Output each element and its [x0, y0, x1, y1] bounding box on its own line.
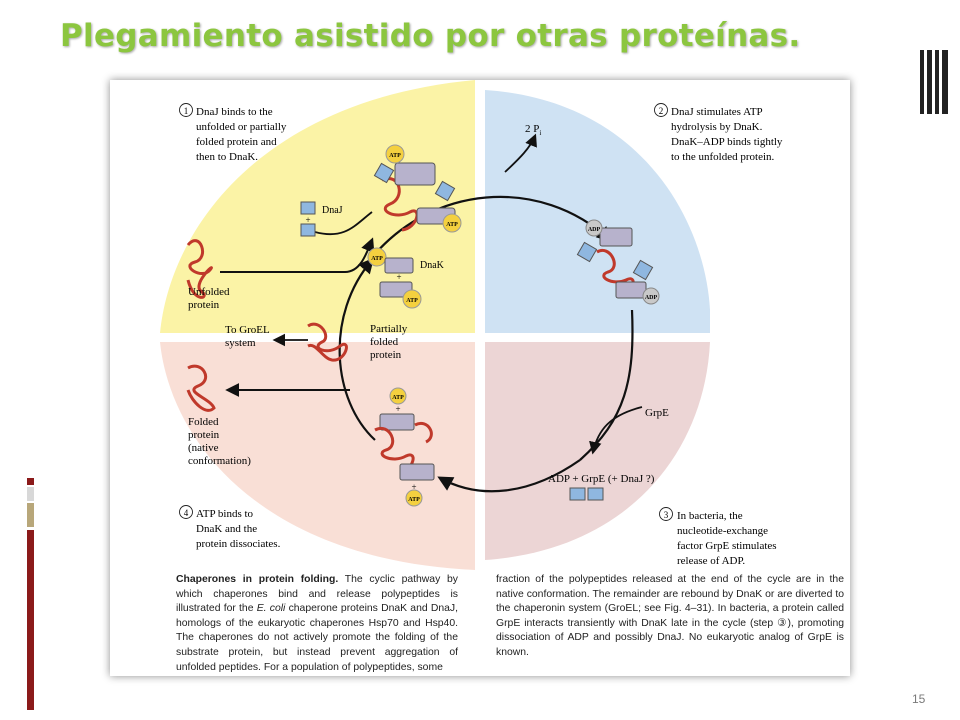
svg-text:DnaK and the: DnaK and the: [196, 523, 257, 535]
caption-title: Chaperones in protein folding.: [176, 574, 339, 585]
svg-text:release of ADP.: release of ADP.: [677, 555, 745, 567]
svg-text:nucleotide-exchange: nucleotide-exchange: [677, 525, 768, 537]
pi-release-arrow: [504, 133, 537, 173]
caption-col-1: Chaperones in protein folding. The cycli…: [176, 574, 459, 673]
grpe-label: GrpE: [645, 407, 669, 419]
left-deco-bars: [27, 478, 35, 710]
dnaj-icon: + DnaJ: [300, 201, 343, 237]
svg-text:+: +: [411, 482, 416, 492]
svg-text:ADP: ADP: [645, 295, 658, 301]
svg-text:hydrolysis by DnaK.: hydrolysis by DnaK.: [671, 121, 763, 133]
partially-folded-squiggle: [307, 322, 348, 362]
unfolded-label-2: protein: [188, 299, 220, 311]
dnak-dnaj-complex-1: ATP ATP: [373, 144, 462, 233]
svg-text:to the unfolded protein.: to the unfolded protein.: [671, 151, 775, 163]
svg-text:ATP: ATP: [408, 497, 420, 503]
quadrant-top-right: [485, 90, 710, 333]
folded-label-2: protein: [188, 429, 220, 441]
folded-label-1: Folded: [188, 416, 219, 428]
atp-label: ATP: [389, 153, 401, 159]
adp-grpe-label: ADP + GrpE (+ DnaJ ?): [548, 473, 655, 485]
svg-text:ATP: ATP: [406, 298, 418, 304]
unfolded-label-1: Unfolded: [188, 286, 230, 298]
unfolded-protein-squiggle: [186, 239, 213, 299]
caption-col-2: fraction of the polypeptides released at…: [496, 574, 844, 658]
cycle-arrow-bottom: [437, 459, 581, 493]
pi-label: 2 Pi: [525, 123, 541, 137]
right-deco-bars: [920, 50, 950, 114]
dnak-atp-release-complex: ATP + + ATP: [374, 387, 435, 507]
unfolded-entry-arrow: [220, 237, 375, 273]
page-number: 15: [912, 692, 926, 706]
step-1-text: 1 DnaJ binds to the unfolded or partiall…: [179, 103, 287, 163]
dnaj-released-icon: [587, 487, 604, 501]
svg-text:+: +: [305, 215, 310, 225]
partially-label-3: protein: [370, 349, 402, 361]
svg-text:ATP binds to: ATP binds to: [196, 508, 254, 520]
folded-label-3: (native: [188, 442, 219, 454]
step-3-text: 3 In bacteria, the nucleotide-exchange f…: [659, 507, 777, 567]
svg-text:4: 4: [184, 508, 189, 518]
svg-text:DnaK–ADP binds tightly: DnaK–ADP binds tightly: [671, 136, 783, 148]
dnak-icon: ATP + ATP DnaK: [367, 247, 445, 309]
svg-text:then to DnaK.: then to DnaK.: [196, 151, 258, 163]
groel-label-2: system: [225, 337, 256, 349]
step-4-text: 4 ATP binds to DnaK and the protein diss…: [179, 505, 281, 550]
svg-text:2: 2: [659, 106, 664, 116]
slide-title: Plegamiento asistido por otras proteínas…: [60, 18, 801, 54]
svg-text:+: +: [395, 404, 400, 414]
chaperone-cycle-diagram: ATP ATP + DnaJ ATP + ATP DnaK ADP: [160, 80, 783, 570]
cycle-arrow-left: [338, 257, 376, 441]
svg-text:DnaJ stimulates ATP: DnaJ stimulates ATP: [671, 106, 763, 118]
dnaj-arrow: [314, 211, 373, 236]
cycle-arrow-top: [369, 195, 613, 261]
folded-protein-squiggle: [186, 364, 216, 412]
svg-text:factor GrpE stimulates: factor GrpE stimulates: [677, 540, 777, 552]
svg-text:ATP: ATP: [392, 395, 404, 401]
svg-text:ADP: ADP: [588, 227, 601, 233]
dnaj-label: DnaJ: [322, 205, 343, 216]
svg-text:1: 1: [184, 106, 189, 116]
svg-text:folded protein and: folded protein and: [196, 136, 277, 148]
atp-label: ATP: [446, 222, 458, 228]
svg-text:ATP: ATP: [371, 256, 383, 262]
svg-text:unfolded or partially: unfolded or partially: [196, 121, 287, 133]
chaperone-figure: ATP ATP + DnaJ ATP + ATP DnaK ADP: [110, 80, 850, 676]
grpe-arrow: [589, 406, 643, 455]
partially-label-1: Partially: [370, 323, 408, 335]
partially-label-2: folded: [370, 336, 399, 348]
dnak-adp-complex: ADP ADP: [576, 219, 660, 305]
groel-label-1: To GroEL: [225, 324, 270, 336]
svg-text:protein dissociates.: protein dissociates.: [196, 538, 281, 550]
dnak-label: DnaK: [420, 260, 445, 271]
folded-label-4: conformation): [188, 455, 251, 467]
svg-text:+: +: [396, 272, 401, 282]
svg-text:3: 3: [664, 510, 669, 520]
svg-text:DnaJ binds to the: DnaJ binds to the: [196, 106, 273, 118]
dnaj-released-icon: [569, 487, 586, 501]
svg-text:In bacteria, the: In bacteria, the: [677, 510, 743, 522]
step-2-text: 2 DnaJ stimulates ATP hydrolysis by DnaK…: [654, 103, 783, 163]
